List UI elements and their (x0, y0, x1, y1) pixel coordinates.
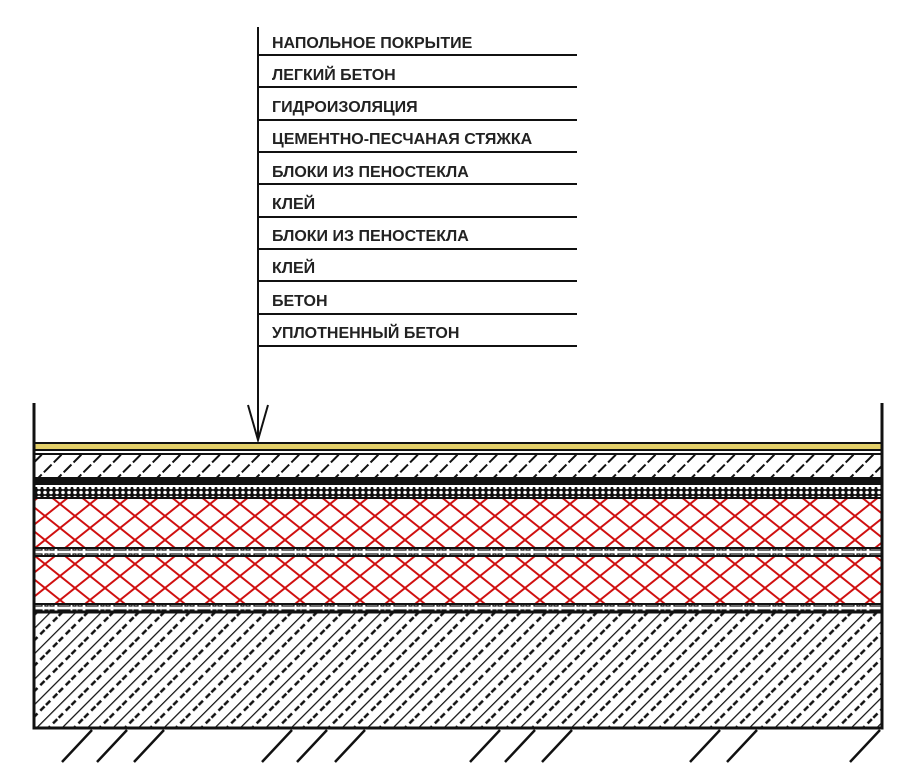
light-concrete-layer (33, 453, 883, 479)
screed-layer (34, 487, 882, 497)
label-foam-glass-2: БЛОКИ ИЗ ПЕНОСТЕКЛА (272, 228, 469, 245)
layer-labels: НАПОЛЬНОЕ ПОКРЫТИЕ ЛЕГКИЙ БЕТОН ГИДРОИЗО… (258, 35, 577, 347)
compacted-concrete-layer (32, 610, 884, 730)
ground-hatching (61, 729, 881, 763)
label-screed: ЦЕМЕНТНО-ПЕСЧАНАЯ СТЯЖКА (272, 131, 533, 148)
label-concrete: БЕТОН (272, 293, 328, 310)
glue-layer-1 (33, 547, 883, 557)
arrow-icon (247, 404, 269, 444)
label-glue-2: КЛЕЙ (272, 258, 315, 277)
foam-glass-layer-1 (33, 497, 883, 549)
floor-section (32, 403, 884, 730)
label-foam-glass-1: БЛОКИ ИЗ ПЕНОСТЕКЛА (272, 164, 469, 181)
label-glue-1: КЛЕЙ (272, 194, 315, 213)
label-floor-covering: НАПОЛЬНОЕ ПОКРЫТИЕ (272, 35, 473, 52)
floor-covering-layer (33, 442, 883, 451)
label-compacted-concrete: УПЛОТНЕННЫЙ БЕТОН (272, 323, 459, 342)
waterproofing-layer (34, 478, 882, 485)
label-light-concrete: ЛЕГКИЙ БЕТОН (272, 65, 396, 84)
foam-glass-layer-2 (33, 555, 883, 605)
label-waterproofing: ГИДРОИЗОЛЯЦИЯ (272, 99, 418, 116)
